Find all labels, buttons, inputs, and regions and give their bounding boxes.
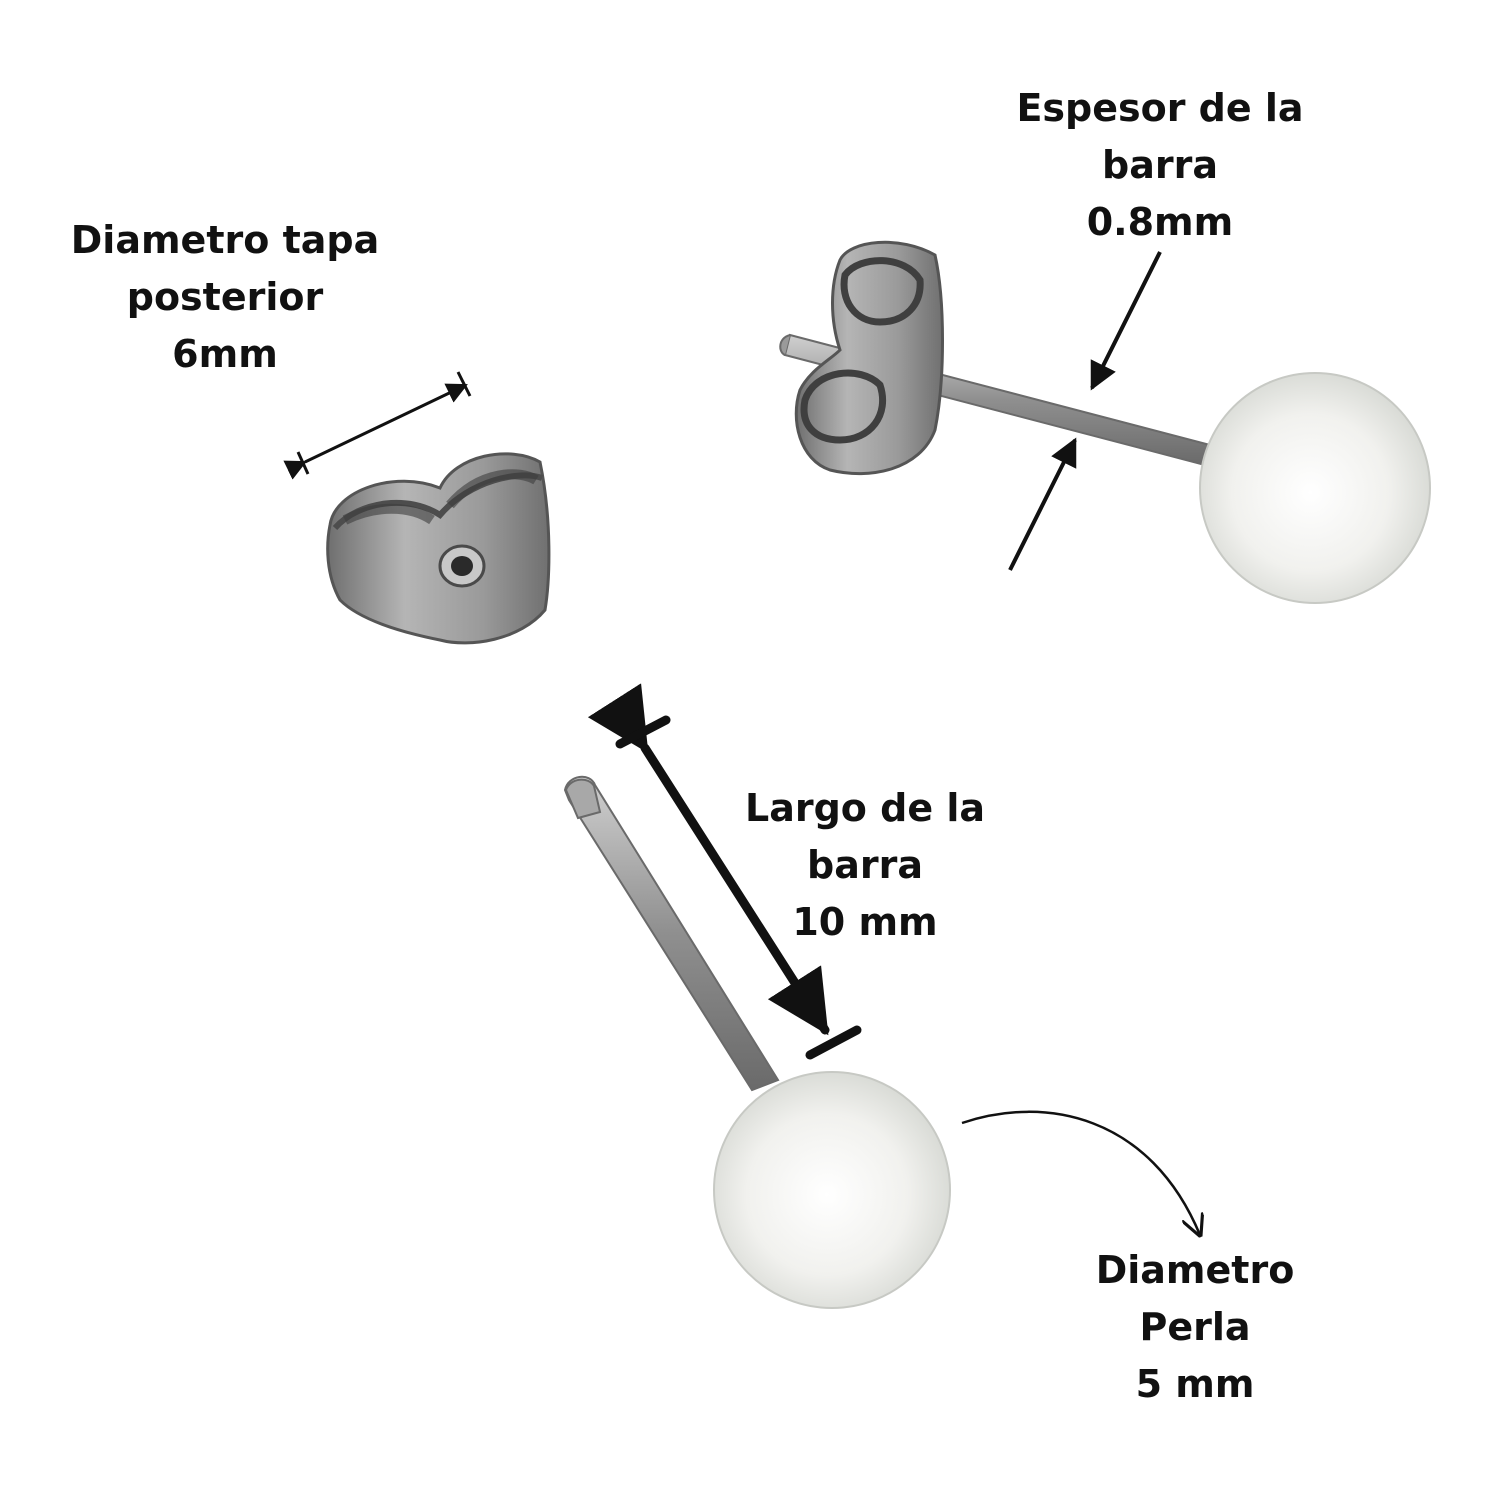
dimension-arrow-bar-length	[587, 683, 862, 1060]
dimension-arrow-bar-thickness	[1008, 251, 1162, 571]
label-line: barra	[1102, 143, 1218, 187]
label-value: 6mm	[172, 332, 278, 376]
label-line: Largo de la	[744, 786, 985, 830]
label-value: 5 mm	[1135, 1362, 1255, 1406]
label-bar-length: Largo de la barra 10 mm	[720, 780, 1010, 951]
label-line: Espesor de la	[1016, 86, 1304, 130]
label-bar-thickness: Espesor de la barra 0.8mm	[990, 80, 1330, 251]
label-back-cap-diameter: Diametro tapa posterior 6mm	[40, 212, 410, 383]
label-line: Perla	[1139, 1305, 1251, 1349]
dimension-arrow-back-cap	[283, 371, 472, 480]
label-line: barra	[807, 843, 923, 887]
label-value: 0.8mm	[1086, 200, 1234, 244]
earring-side-view	[779, 240, 1431, 604]
label-line: Diametro	[1095, 1248, 1295, 1292]
label-line: posterior	[126, 275, 324, 319]
label-value: 10 mm	[792, 900, 938, 944]
label-line: Diametro tapa	[70, 218, 380, 262]
label-pearl-diameter: Diametro Perla 5 mm	[1060, 1242, 1330, 1413]
pointer-arrow-pearl	[961, 1110, 1200, 1235]
earring-back-cap	[326, 452, 551, 645]
